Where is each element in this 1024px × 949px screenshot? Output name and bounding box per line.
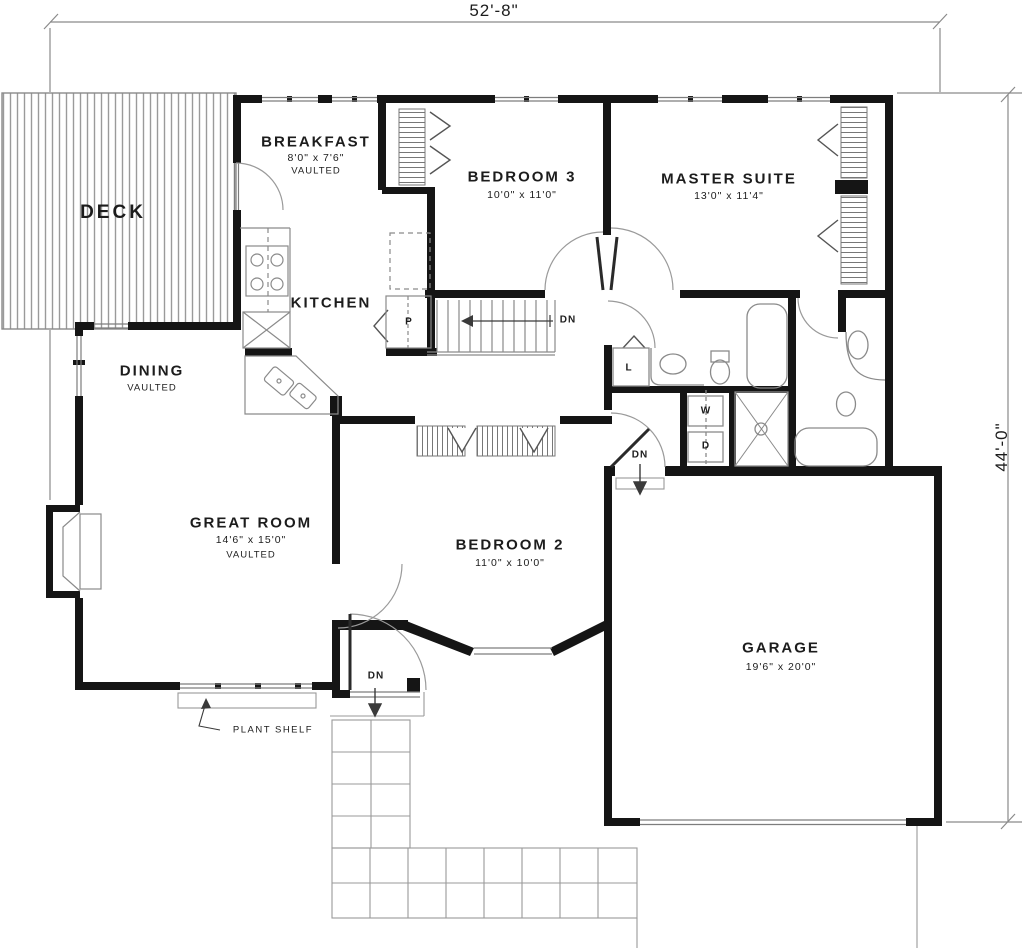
dimension-width-label: 52'-8" <box>469 1 519 20</box>
room-size-bedroom3: 10'0" x 11'0" <box>487 189 557 201</box>
dn-arrows <box>367 464 648 718</box>
annotation-dryer: D <box>701 440 711 452</box>
room-note-dining: VAULTED <box>127 382 177 394</box>
room-label-master-suite: MASTER SUITE <box>661 170 797 188</box>
annotation-washer: W <box>700 405 712 417</box>
room-label-great-room: GREAT ROOM <box>189 514 313 532</box>
room-size-breakfast: 8'0" x 7'6" <box>287 152 345 164</box>
entry-porch <box>330 477 918 948</box>
annotation-dn-stairs: DN <box>559 314 577 326</box>
room-size-master-suite: 13'0" x 11'4" <box>694 190 764 202</box>
fireplace <box>62 511 102 592</box>
room-label-kitchen: KITCHEN <box>290 294 372 312</box>
deck-area <box>1 92 237 330</box>
stairs <box>427 300 556 356</box>
room-label-garage: GARAGE <box>742 639 820 657</box>
room-label-deck: DECK <box>80 202 146 223</box>
room-label-bedroom2: BEDROOM 2 <box>455 536 565 554</box>
plant-shelf <box>177 692 317 731</box>
room-label-dining: DINING <box>119 362 185 380</box>
room-note-breakfast: VAULTED <box>291 165 341 177</box>
annotation-dn-entry: DN <box>367 670 385 682</box>
bath-fixtures <box>612 303 886 467</box>
annotation-linen: L <box>625 362 633 374</box>
stairs-dn-arrowhead <box>461 315 473 327</box>
room-note-great-room: VAULTED <box>226 549 276 561</box>
door-arcs <box>235 162 839 691</box>
dimension-lines <box>43 13 1022 830</box>
windows <box>76 96 906 826</box>
annotation-dn-garage: DN <box>631 449 649 461</box>
room-label-breakfast: BREAKFAST <box>261 133 371 151</box>
walls <box>46 95 942 826</box>
annotation-pantry: P <box>405 316 413 328</box>
annotation-plant-shelf: PLANT SHELF <box>232 724 314 736</box>
room-size-great-room: 14'6" x 15'0" <box>215 534 287 546</box>
closets <box>373 106 868 457</box>
kitchen-fixtures <box>240 227 432 415</box>
room-label-bedroom3: BEDROOM 3 <box>467 168 577 186</box>
dimension-height-label: 44'-0" <box>992 422 1011 472</box>
door-leaves <box>348 236 651 690</box>
room-size-garage: 19'6" x 20'0" <box>745 661 817 673</box>
room-size-bedroom2: 11'0" x 10'0" <box>475 557 545 569</box>
